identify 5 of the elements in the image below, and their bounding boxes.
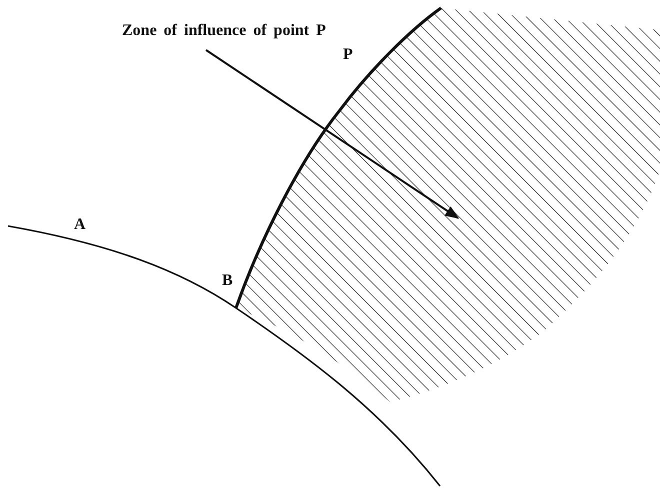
leader-arrow [205, 49, 460, 219]
point-label: P [343, 46, 353, 64]
point-label: A [74, 216, 86, 234]
point-label: B [222, 272, 233, 290]
zone-label: Zone of influence of point P [122, 22, 326, 40]
